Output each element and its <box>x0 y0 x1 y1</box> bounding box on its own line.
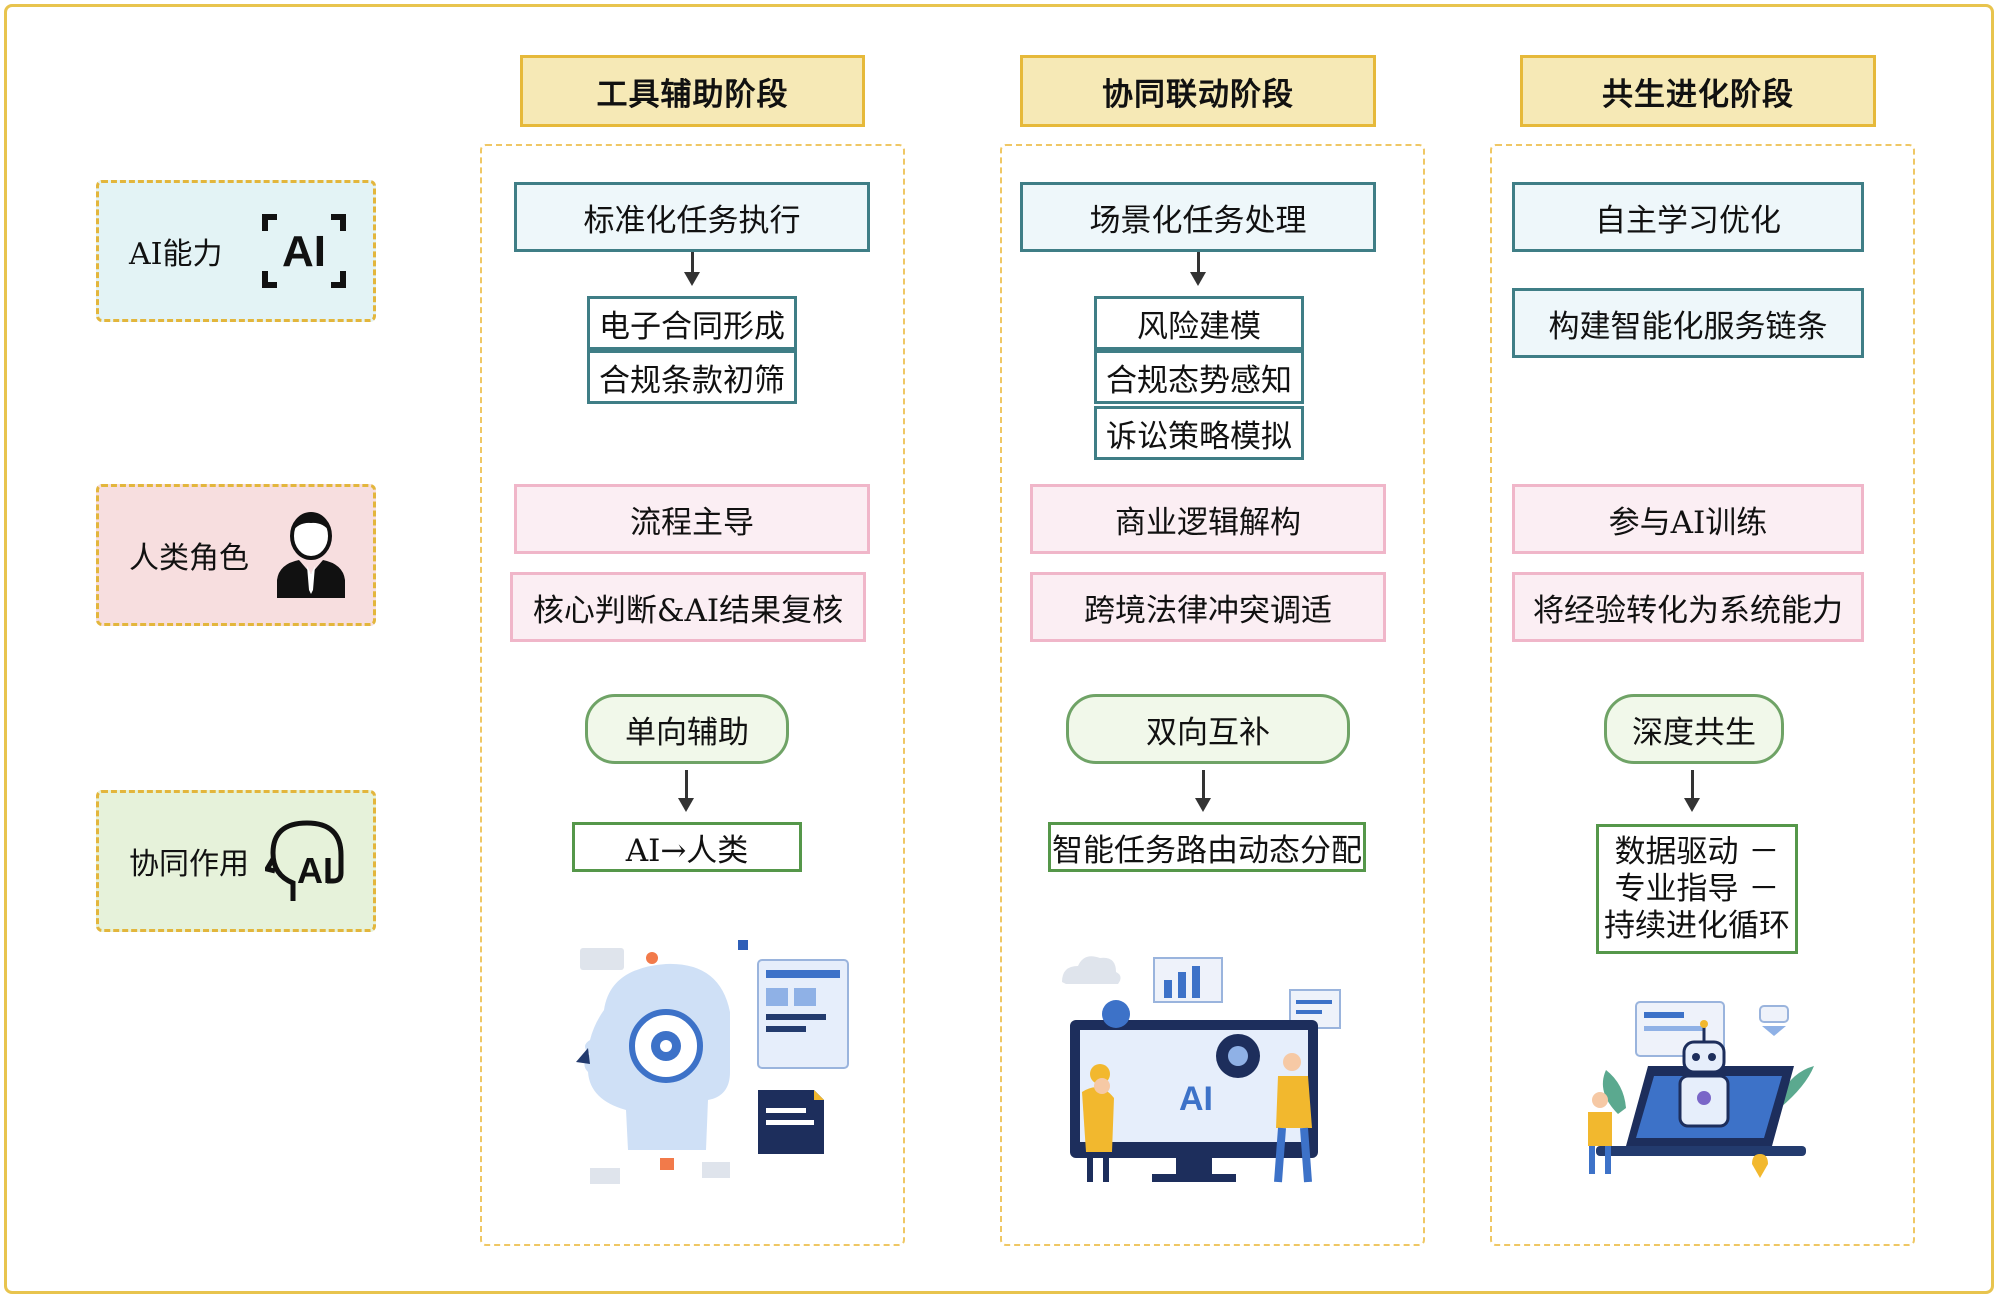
ai-main-task: 自主学习优化 <box>1512 182 1864 252</box>
stage-column-collab-link <box>1000 144 1425 1246</box>
arrow-line <box>1202 770 1205 800</box>
stage-column-symbiotic-evolution <box>1490 144 1915 1246</box>
row-label-human-role: 人类角色 <box>96 484 376 626</box>
human-role-item: 跨境法律冲突调适 <box>1030 572 1386 642</box>
human-role-item: 流程主导 <box>514 484 870 554</box>
ai-sub-task: 合规条款初筛 <box>587 350 797 404</box>
arrow-head <box>1195 798 1211 812</box>
ai-main-task: 标准化任务执行 <box>514 182 870 252</box>
svg-text:AI: AI <box>297 850 333 891</box>
ai-sub-task: 风险建模 <box>1094 296 1304 350</box>
collab-mode-pill: 单向辅助 <box>585 694 789 764</box>
ai-monitor-people-illustration: AI <box>1062 956 1341 1183</box>
row-label-text: 人类角色 <box>129 541 249 576</box>
collab-result: AI→人类 <box>572 822 802 872</box>
human-role-item: 参与AI训练 <box>1512 484 1864 554</box>
arrow-line <box>1197 252 1200 274</box>
ai-main-task: 场景化任务处理 <box>1020 182 1376 252</box>
stage-header-collab-link: 协同联动阶段 <box>1020 55 1376 127</box>
human-role-item: 将经验转化为系统能力 <box>1512 572 1864 642</box>
svg-text:AI: AI <box>1179 1080 1213 1118</box>
stage-header-tool-assist: 工具辅助阶段 <box>520 55 865 127</box>
arrow-line <box>685 770 688 800</box>
row-label-text: 协同作用 <box>129 847 249 882</box>
collab-result: 数据驱动 － 专业指导 － 持续进化循环 <box>1596 824 1798 954</box>
row-label-collaboration: 协同作用 AI <box>96 790 376 932</box>
arrow-head <box>1190 272 1206 286</box>
row-label-ai-capability: AI能力 AI <box>96 180 376 322</box>
collab-mode-pill: 双向互补 <box>1066 694 1350 764</box>
row-label-text: AI能力 <box>129 237 223 272</box>
robot-laptop-illustration <box>1588 1001 1814 1178</box>
stage-header-symbiotic-evolution: 共生进化阶段 <box>1520 55 1876 127</box>
ai-head-gear-illustration <box>576 940 849 1184</box>
arrow-line <box>691 252 694 274</box>
arrow-head <box>678 798 694 812</box>
ai-sub-task: 构建智能化服务链条 <box>1512 288 1864 358</box>
ai-sub-task: 诉讼策略模拟 <box>1094 406 1304 460</box>
human-role-item: 商业逻辑解构 <box>1030 484 1386 554</box>
arrow-line <box>1691 770 1694 800</box>
ai-bracket-icon: AI <box>262 214 346 288</box>
head-ai-icon: AI <box>265 820 344 901</box>
collab-result: 智能任务路由动态分配 <box>1048 822 1366 872</box>
arrow-head <box>1684 798 1700 812</box>
stage-column-tool-assist <box>480 144 905 1246</box>
collab-result-line: 持续进化循环 <box>1604 907 1790 944</box>
outer-frame <box>4 4 1994 1294</box>
human-role-item: 核心判断&AI结果复核 <box>510 572 866 642</box>
person-icon <box>277 512 345 598</box>
collab-mode-pill: 深度共生 <box>1604 694 1784 764</box>
svg-text:AI: AI <box>282 227 326 276</box>
ai-sub-task: 电子合同形成 <box>587 296 797 350</box>
collab-result-line: 专业指导 － <box>1614 870 1780 907</box>
arrow-head <box>684 272 700 286</box>
ai-sub-task: 合规态势感知 <box>1094 350 1304 404</box>
collab-result-line: 数据驱动 － <box>1614 833 1780 870</box>
